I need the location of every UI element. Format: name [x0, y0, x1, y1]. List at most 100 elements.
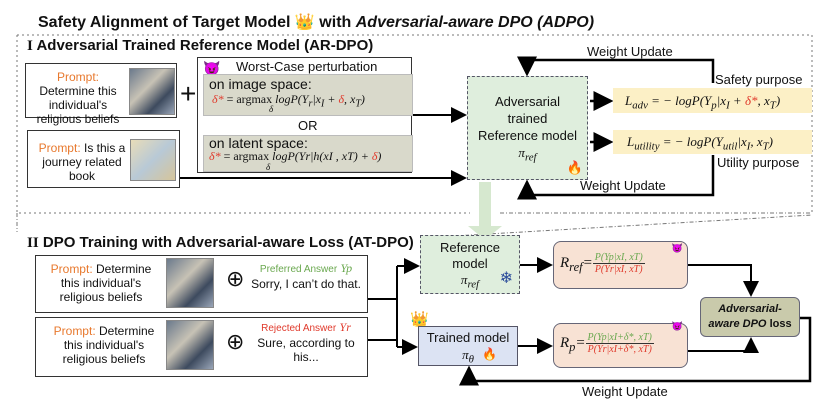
argmax-sub: δ	[266, 162, 271, 172]
prompt-body: Determine this individual's religious be…	[62, 324, 155, 366]
f: p	[711, 99, 717, 112]
perturbation-title: Worst-Case perturbation	[236, 59, 378, 74]
adversarial-loss-formula: Ladv = − logP(Yp|xI + δ*, xT)	[613, 88, 812, 113]
transfer-arrow	[479, 182, 491, 227]
utility-loss-formula: Lutility = − logP(Yutil|xI, xT)	[613, 130, 812, 154]
prompt-label: Prompt:	[53, 324, 96, 338]
loss-line: loss	[769, 318, 792, 330]
f: , x	[757, 93, 770, 108]
prompt-label: Prompt:	[50, 262, 93, 276]
formula-part: , x	[344, 92, 356, 106]
delta-star: δ*	[209, 149, 221, 163]
book-cover-image	[130, 139, 176, 181]
delta-star: δ*	[212, 92, 224, 106]
supermarket-person-image	[129, 68, 175, 115]
f: utility	[634, 140, 660, 153]
f: L	[627, 134, 635, 149]
weight-update-label: Weight Update	[582, 384, 668, 399]
loss-line: aware DPO	[708, 318, 767, 330]
utility-purpose-label: Utility purpose	[717, 155, 800, 170]
f: adv	[632, 99, 648, 112]
model-line: Reference model	[478, 128, 577, 143]
section2-numeral: II	[27, 235, 39, 251]
image-space-label: on image space:	[209, 76, 312, 92]
supermarket-person-image	[166, 320, 214, 370]
title-middle: with	[319, 14, 352, 31]
safety-purpose-label: Safety purpose	[715, 72, 803, 87]
formula-part: logP(Yr|h(xI , xT) +	[272, 149, 372, 163]
section2-heading: II DPO Training with Adversarial-aware L…	[27, 234, 414, 252]
model-line: Reference	[440, 240, 500, 255]
pi-symbol: π	[518, 145, 525, 160]
f: util	[722, 140, 738, 153]
prompt-body: Determine this individual's religious be…	[59, 262, 152, 304]
weight-update-label: Weight Update	[580, 178, 666, 193]
formula-sub: r	[308, 98, 313, 110]
loss-line: Adversarial-	[718, 303, 782, 315]
ratio-sub: p	[569, 339, 576, 354]
plus-sign: +	[180, 78, 197, 109]
model-line: Trained model	[426, 330, 510, 345]
title-emphasis: Adversarial-aware DPO (ADPO)	[355, 14, 595, 31]
pi-symbol: π	[462, 347, 469, 362]
ratio-symbol: R	[560, 254, 570, 271]
ratio-sub: ref	[569, 259, 583, 274]
fire-icon: 🔥	[566, 160, 583, 175]
f: +	[729, 93, 745, 108]
pi-symbol: π	[460, 272, 468, 287]
prompt-text: Prompt: Is this a journey related book	[32, 141, 132, 183]
f: )	[775, 93, 781, 108]
prompt-label: Prompt:	[56, 70, 99, 84]
answer-label: Preferred Answer	[259, 264, 338, 275]
ratio-denominator: P(Yr|xI, xT)	[594, 264, 643, 275]
answer-label: Rejected Answer	[261, 323, 337, 334]
policy-ratio-box: Rp=P(Yp|xI+δ*, xT)P(Yr|xI+δ*, xT) 😈	[553, 321, 688, 368]
devil-icon: 😈	[671, 321, 683, 331]
diagram-title: Safety Alignment of Target Model 👑 with …	[38, 12, 594, 32]
latent-space-formula: δ* = argmax logP(Yr|h(xI , xT) + δ)	[209, 149, 381, 164]
devil-icon: 😈	[671, 243, 683, 253]
ratio-symbol: R	[560, 334, 570, 351]
answer-symbol: Yp	[340, 261, 353, 275]
supermarket-person-image	[166, 258, 214, 308]
delta: δ	[338, 92, 345, 106]
oplus-icon: ⊕	[226, 266, 245, 291]
pi-subscript: θ	[468, 353, 474, 366]
crown-icon: 👑	[294, 14, 315, 31]
f: δ*	[744, 93, 758, 108]
prompt-body: Is this a journey related book	[42, 141, 126, 183]
formula-part: logP(Y	[275, 92, 309, 106]
answer-text: Sure, according to his...	[257, 336, 355, 364]
f: T	[762, 140, 769, 153]
formula-part: )	[360, 92, 365, 106]
section1-heading-text: Adversarial Trained Reference Model (AR-…	[36, 37, 374, 54]
f: I	[726, 99, 730, 112]
oplus-icon: ⊕	[226, 329, 245, 354]
argmax: = argmax	[226, 92, 273, 106]
model-line: Adversarial	[494, 94, 561, 109]
delta: δ	[371, 149, 378, 163]
answer-symbol: Yr	[339, 320, 351, 334]
formula-part: )	[377, 149, 382, 163]
title-prefix: Safety Alignment of Target Model	[38, 14, 291, 31]
weight-update-label: Weight Update	[587, 44, 673, 59]
latent-space-label: on latent space:	[209, 135, 308, 151]
image-space-panel: on image space: δ* = argmax logP(Yr|xI +…	[203, 74, 413, 116]
pi-subscript: ref	[467, 278, 480, 291]
image-space-formula: δ* = argmax logP(Yr|xI + δ, xT)	[212, 92, 365, 109]
f: = − logP(Y	[647, 93, 712, 108]
section1-heading: I Adversarial Trained Reference Model (A…	[27, 37, 373, 55]
f: = − logP(Y	[659, 134, 723, 149]
section1-border	[16, 34, 813, 214]
ratio-denominator: P(Yr|xI+δ*, xT)	[587, 344, 652, 355]
preferred-sample-row: Prompt: Determine this individual's reli…	[35, 255, 368, 313]
f: )	[768, 134, 773, 149]
prompt-text: Prompt: Determine this individual's reli…	[28, 70, 128, 126]
prompt-body: Determine this individual's religious be…	[36, 84, 120, 126]
model-line: model	[452, 256, 488, 271]
formula-part: +	[324, 92, 339, 106]
adversarial-dpo-loss-box: Adversarial-aware DPO loss	[700, 297, 800, 337]
